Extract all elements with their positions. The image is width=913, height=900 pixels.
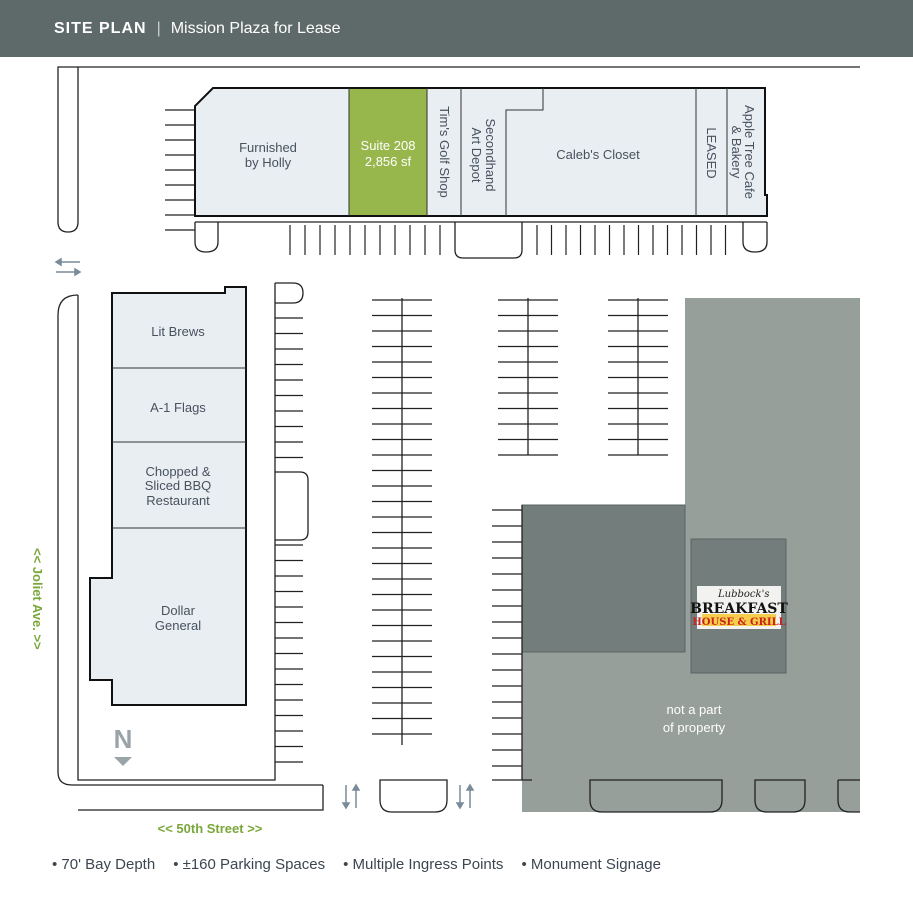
header-title: SITE PLAN [54, 19, 147, 37]
unit-secondhand-art-depot-2: Art Depot [469, 128, 484, 183]
north-arrow-icon: N [114, 724, 133, 766]
unit-dollar-general: Dollar [161, 603, 196, 618]
road-outlines [57, 66, 860, 813]
not-part-label-2: of property [663, 720, 726, 735]
joliet-ave-label: << Joliet Ave. >> [30, 548, 45, 650]
unit-chopped-sliced-bbq: Chopped & [145, 464, 210, 479]
feature-item: • ±160 Parking Spaces [173, 856, 326, 873]
svg-text:N: N [114, 724, 133, 754]
unit-furnished-by-holly: Furnished [239, 140, 297, 155]
suite-208-highlight[interactable] [349, 89, 427, 215]
restaurant-logo: Lubbock's BREAKFAST HOUSE & GRILL [690, 586, 788, 629]
unit-furnished-by-holly-2: by Holly [245, 155, 292, 170]
header-bar: SITE PLAN | Mission Plaza for Lease [0, 0, 913, 57]
unit-calebs-closet: Caleb's Closet [556, 147, 640, 162]
unit-chopped-sliced-bbq-2: Sliced BBQ [145, 478, 211, 493]
suite-208-size: 2,856 sf [365, 154, 412, 169]
unit-chopped-sliced-bbq-3: Restaurant [146, 493, 210, 508]
feature-item: • Multiple Ingress Points [343, 856, 504, 873]
top-building [194, 87, 768, 217]
two-way-arrow-icon [54, 257, 475, 810]
header-separator: | [156, 19, 161, 37]
unit-apple-tree-cafe: Apple Tree Cafe [742, 105, 757, 199]
svg-text:HOUSE & GRILL: HOUSE & GRILL [692, 617, 785, 628]
unit-dollar-general-2: General [155, 618, 201, 633]
feature-item: • 70' Bay Depth [52, 856, 156, 873]
unit-leased: LEASED [704, 127, 719, 178]
unit-apple-tree-cafe-2: & Bakery [729, 126, 744, 179]
unit-lit-brews: Lit Brews [151, 324, 205, 339]
svg-text:Lubbock's: Lubbock's [717, 589, 769, 600]
svg-text:BREAKFAST: BREAKFAST [690, 601, 788, 617]
unit-dividers [348, 88, 728, 216]
unit-secondhand-art-depot: Secondhand [483, 118, 498, 191]
header-subtitle: Mission Plaza for Lease [170, 19, 341, 37]
suite-208-label: Suite 208 [361, 138, 416, 153]
features-list: • 70' Bay Depth • ±160 Parking Spaces • … [52, 856, 661, 873]
unit-a1-flags: A-1 Flags [150, 400, 206, 415]
not-part-label-1: not a part [667, 702, 722, 717]
adjacent-building [521, 504, 686, 653]
50th-street-label: << 50th Street >> [158, 821, 263, 836]
unit-tims-golf-shop: Tim's Golf Shop [437, 106, 452, 198]
feature-item: • Monument Signage [521, 856, 661, 873]
left-unit-dividers [112, 367, 246, 529]
left-building [89, 286, 247, 706]
parking-stalls [165, 109, 727, 767]
